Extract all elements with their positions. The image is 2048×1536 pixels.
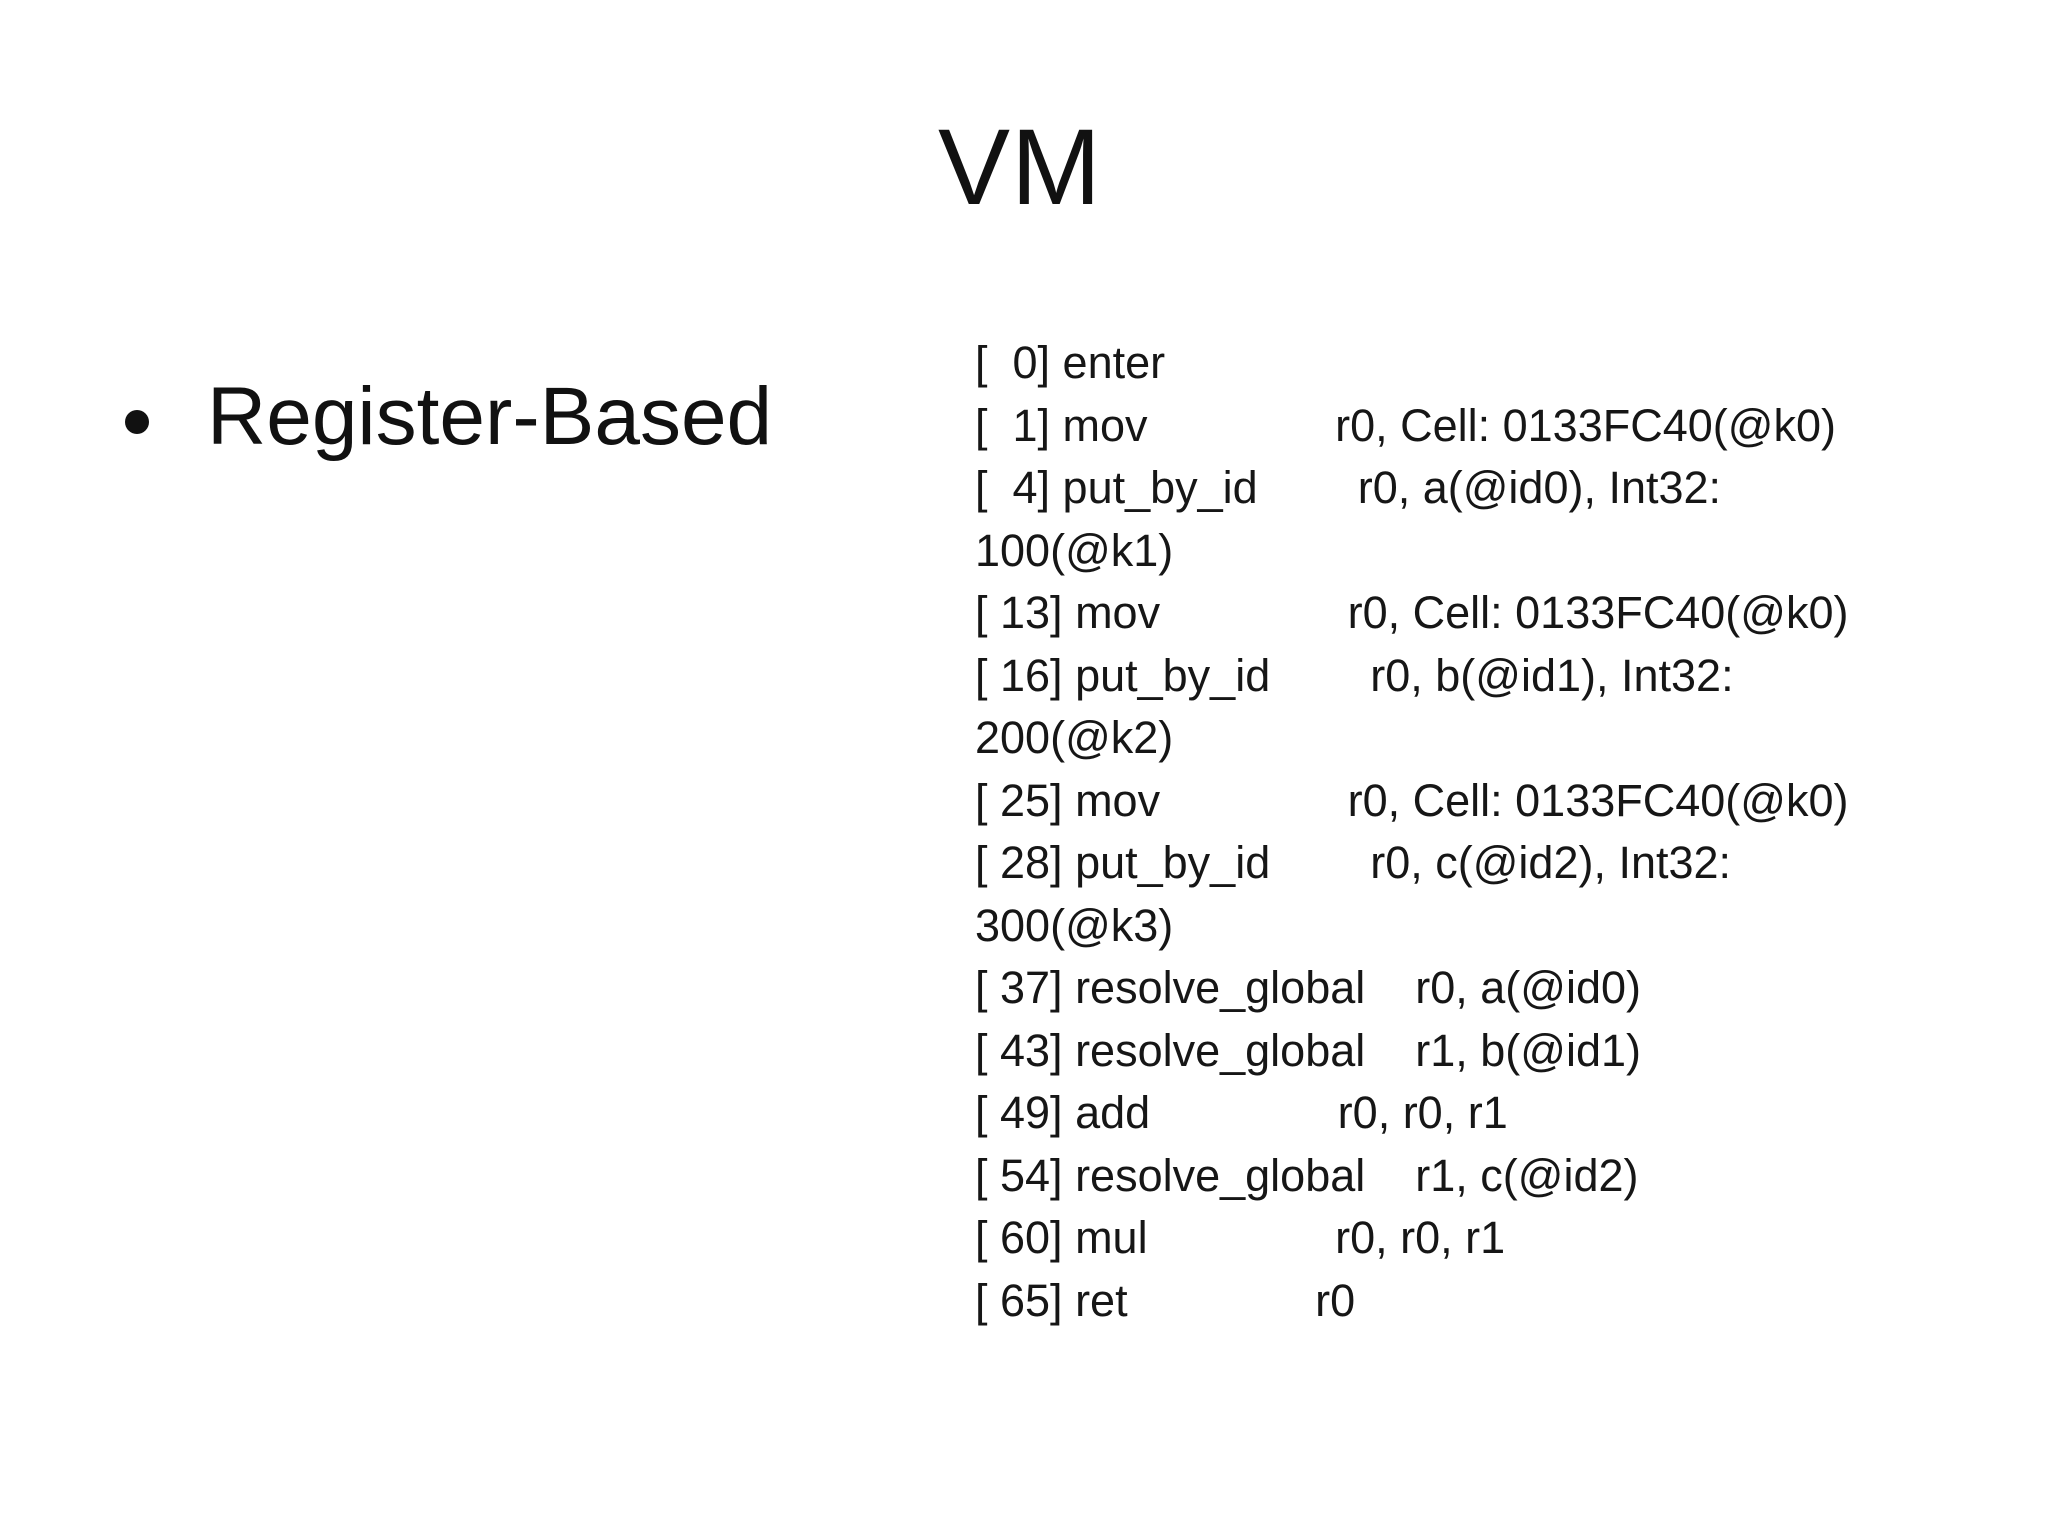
code-line: [ 25] mov r0, Cell: 0133FC40(@k0) [975,774,1849,826]
slide-title: VM [938,106,1102,227]
code-line: [ 60] mul r0, r0, r1 [975,1212,1506,1263]
code-line: [ 54] resolve_global r1, c(@id2) [975,1149,1639,1201]
code-line: [ 0] enter [975,337,1166,388]
code-line: [ 4] put_by_id r0, a(@id0), Int32: [975,462,1722,513]
bullet-label: Register-Based [207,371,773,462]
code-line: [ 49] add r0, r0, r1 [975,1087,1508,1138]
code-line: [ 28] put_by_id r0, c(@id2), Int32: [975,837,1732,888]
bullet-item: Register-Based [125,370,772,464]
code-line: [ 37] resolve_global r0, a(@id0) [975,962,1642,1013]
code-line: [ 1] mov r0, Cell: 0133FC40(@k0) [975,399,1836,451]
bullet-marker-icon [125,410,149,434]
code-line: 300(@k3) [975,899,1174,951]
bytecode-listing: [ 0] enter [ 1] mov r0, Cell: 0133FC40(@… [975,332,1915,1332]
code-line: [ 43] resolve_global r1, b(@id1) [975,1024,1642,1076]
code-line: 200(@k2) [975,712,1174,763]
code-line: [ 16] put_by_id r0, b(@id1), Int32: [975,649,1734,701]
code-line: [ 65] ret r0 [975,1274,1356,1326]
code-line: [ 13] mov r0, Cell: 0133FC40(@k0) [975,587,1849,638]
code-line: 100(@k1) [975,524,1174,576]
